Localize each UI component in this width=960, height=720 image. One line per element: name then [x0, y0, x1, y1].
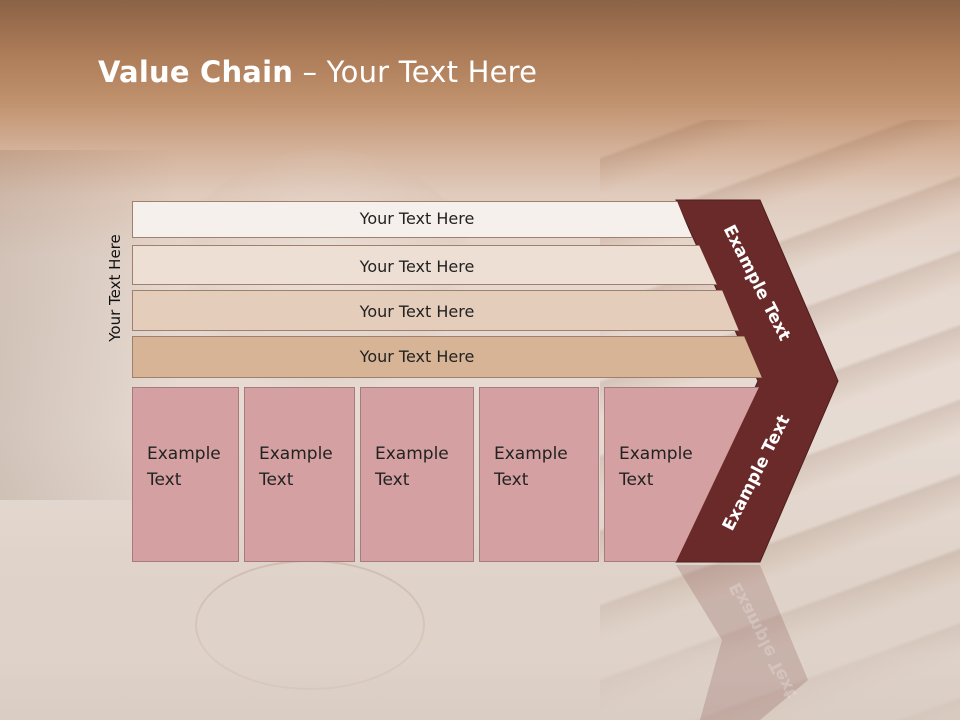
box-line2: Text: [619, 470, 654, 490]
box-line2: Text: [147, 470, 182, 490]
row-label: Your Text Here: [359, 209, 475, 228]
row-label: Your Text Here: [359, 257, 475, 276]
box-line1: Example: [259, 444, 333, 464]
chevron-shape: [675, 199, 839, 563]
box-line1: Example: [375, 444, 449, 464]
row-label: Your Text Here: [359, 347, 475, 366]
title-rest: – Your Text Here: [293, 55, 538, 89]
box-line1: Example: [494, 444, 568, 464]
box-line1: Example: [619, 444, 693, 464]
title-bold: Value Chain: [98, 55, 294, 89]
box-line2: Text: [375, 470, 410, 490]
row-item: [132, 336, 762, 378]
row-item: [132, 201, 692, 238]
box-line1: Example: [147, 444, 221, 464]
row-item: [132, 245, 717, 285]
row-label: Your Text Here: [359, 302, 475, 321]
box-line2: Text: [259, 470, 294, 490]
page-title: Value Chain – Your Text Here: [98, 55, 537, 89]
row-item: [132, 290, 739, 331]
box-line2: Text: [494, 470, 529, 490]
